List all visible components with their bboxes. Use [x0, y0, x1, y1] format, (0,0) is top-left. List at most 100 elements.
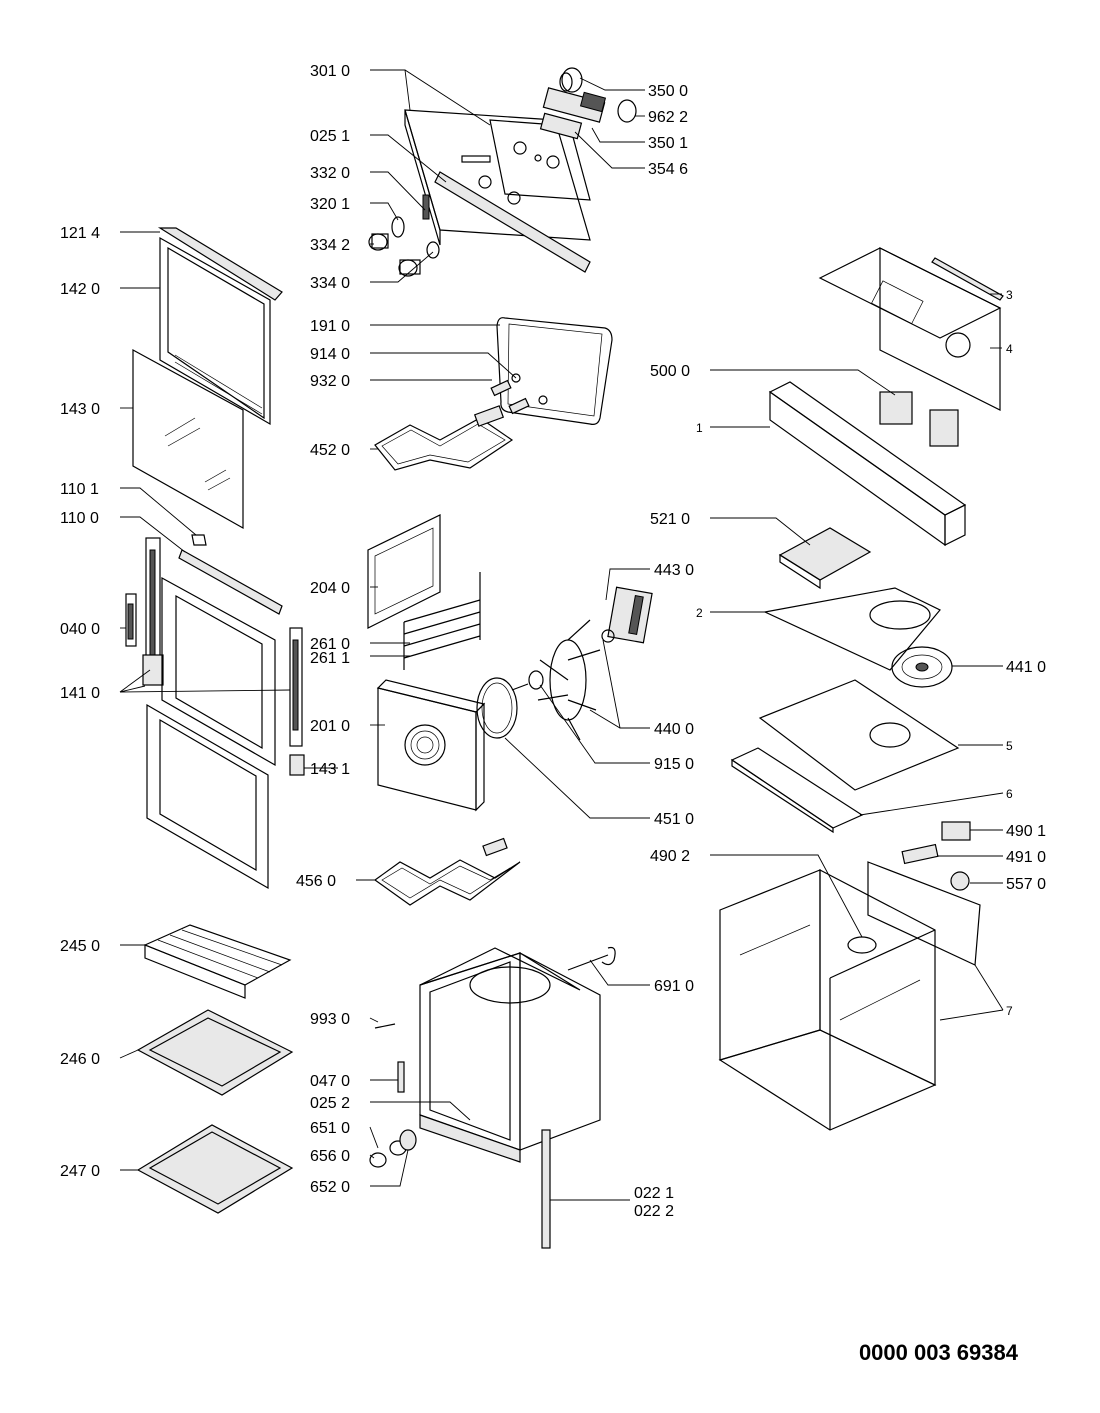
- outer-door-glass: [159, 236, 271, 426]
- callout-652-0: 652 0: [310, 1179, 350, 1196]
- callout-261-1: 261 1: [310, 650, 350, 667]
- callout-451-0: 451 0: [654, 811, 694, 828]
- oven-housing: [718, 861, 981, 1131]
- callout-110-0: 110 0: [60, 510, 99, 527]
- callout-245-0: 245 0: [60, 938, 100, 955]
- callout-301-0: 301 0: [310, 63, 350, 80]
- panel-support-rail: [434, 171, 591, 273]
- rear-rack-frame: [367, 514, 441, 629]
- document-number: 0000 003 69384: [858, 1340, 1018, 1365]
- callout-452-0: 452 0: [310, 442, 350, 459]
- callout-334-2: 334 2: [310, 237, 350, 254]
- callout-993-0: 993 0: [310, 1011, 350, 1028]
- callout-932-0: 932 0: [310, 373, 350, 390]
- callout-915-0: 915 0: [654, 756, 694, 773]
- callout-441-0: 441 0: [1006, 659, 1046, 676]
- terminal-block: [941, 821, 971, 841]
- callout-440-0: 440 0: [654, 721, 694, 738]
- callout-047-0: 047 0: [310, 1073, 350, 1090]
- callout-191-0: 191 0: [310, 318, 350, 335]
- callout-261-0: 261 0: [310, 636, 350, 653]
- callout-490-2: 490 2: [650, 848, 690, 865]
- callout-456-0: 456 0: [296, 873, 336, 890]
- callout-022-1: 022 1: [634, 1185, 674, 1202]
- side-rail: [541, 1129, 551, 1249]
- callout-521-0: 521 0: [650, 511, 690, 528]
- callout-246-0: 246 0: [60, 1051, 100, 1068]
- drip-tray: [136, 1124, 294, 1214]
- callout-201-0: 201 0: [310, 718, 350, 735]
- door-seal: [496, 317, 613, 425]
- top-cover: [818, 247, 1004, 411]
- door-stop-clip: [289, 754, 305, 776]
- callout-651-0: 651 0: [310, 1120, 350, 1137]
- callout-025-1: 025 1: [310, 128, 350, 145]
- callout-141-0: 141 0: [60, 685, 100, 702]
- callout-143-0: 143 0: [60, 401, 100, 418]
- door-hinge: [125, 593, 137, 647]
- circular-heating-element: [476, 677, 529, 739]
- base-plate: [758, 679, 960, 791]
- callout-025-2: 025 2: [310, 1095, 350, 1112]
- leader-lines: [119, 69, 1004, 1201]
- front-plate: [730, 747, 864, 834]
- door-outer-frame: [146, 703, 269, 890]
- callout-204-0: 204 0: [310, 580, 350, 597]
- seal-clips: [490, 373, 548, 415]
- door-clip: [191, 534, 207, 546]
- probe-socket: [567, 946, 616, 971]
- door-top-trim: [157, 227, 283, 301]
- callout-2: 2: [696, 606, 703, 620]
- grommet: [847, 936, 877, 954]
- callout-3: 3: [1006, 288, 1013, 302]
- light-bar: [397, 1061, 405, 1093]
- callout-350-0: 350 0: [648, 83, 688, 100]
- baking-tray: [136, 1009, 294, 1096]
- callout-491-0: 491 0: [1006, 849, 1046, 866]
- callout-350-1: 350 1: [648, 135, 688, 152]
- shelf-runners: [403, 572, 481, 670]
- callout-962-2: 962 2: [648, 109, 688, 126]
- screw: [374, 1023, 396, 1029]
- bottom-heating-element: [373, 837, 521, 906]
- terminal-strip: [901, 843, 939, 865]
- callout-247-0: 247 0: [60, 1163, 100, 1180]
- callout-656-0: 656 0: [310, 1148, 350, 1165]
- callout-354-6: 354 6: [648, 161, 688, 178]
- callout-443-0: 443 0: [654, 562, 694, 579]
- control-support: [768, 381, 967, 547]
- inner-door-frame: [161, 576, 276, 767]
- callout-691-0: 691 0: [654, 978, 694, 995]
- door-side-profiles: [142, 537, 303, 747]
- fan-cover: [376, 679, 486, 812]
- switch-module: [879, 391, 959, 447]
- callout-022-2: 022 2: [634, 1203, 674, 1220]
- callout-4: 4: [1006, 342, 1013, 356]
- callout-040-0: 040 0: [60, 621, 100, 638]
- callout-500-0: 500 0: [650, 363, 690, 380]
- callout-334-0: 334 0: [310, 275, 350, 292]
- callout-143-1: 143 1: [310, 761, 350, 778]
- top-heating-element: [374, 405, 514, 471]
- heat-shield: [763, 587, 941, 671]
- fan-blade: [528, 619, 601, 741]
- timer-knobs: [539, 67, 637, 140]
- callout-490-1: 490 1: [1006, 823, 1046, 840]
- thermostat: [950, 871, 970, 891]
- callout-5: 5: [1006, 739, 1013, 753]
- callout-320-1: 320 1: [310, 196, 350, 213]
- callout-labels: 301 0 350 0 962 2 350 1 354 6 025 1 332 …: [60, 63, 1046, 1220]
- callout-6: 6: [1006, 787, 1013, 801]
- cooling-fan: [891, 646, 953, 688]
- fan-motor: [601, 586, 653, 644]
- callout-1: 1: [696, 421, 703, 435]
- callout-110-1: 110 1: [60, 481, 99, 498]
- callout-7: 7: [1006, 1004, 1013, 1018]
- wire-shelf: [143, 924, 292, 999]
- inner-door-glass: [132, 348, 244, 530]
- callout-121-4: 121 4: [60, 225, 100, 242]
- callout-332-0: 332 0: [310, 165, 350, 182]
- door-top-profile: [178, 549, 283, 615]
- control-board: [778, 527, 872, 590]
